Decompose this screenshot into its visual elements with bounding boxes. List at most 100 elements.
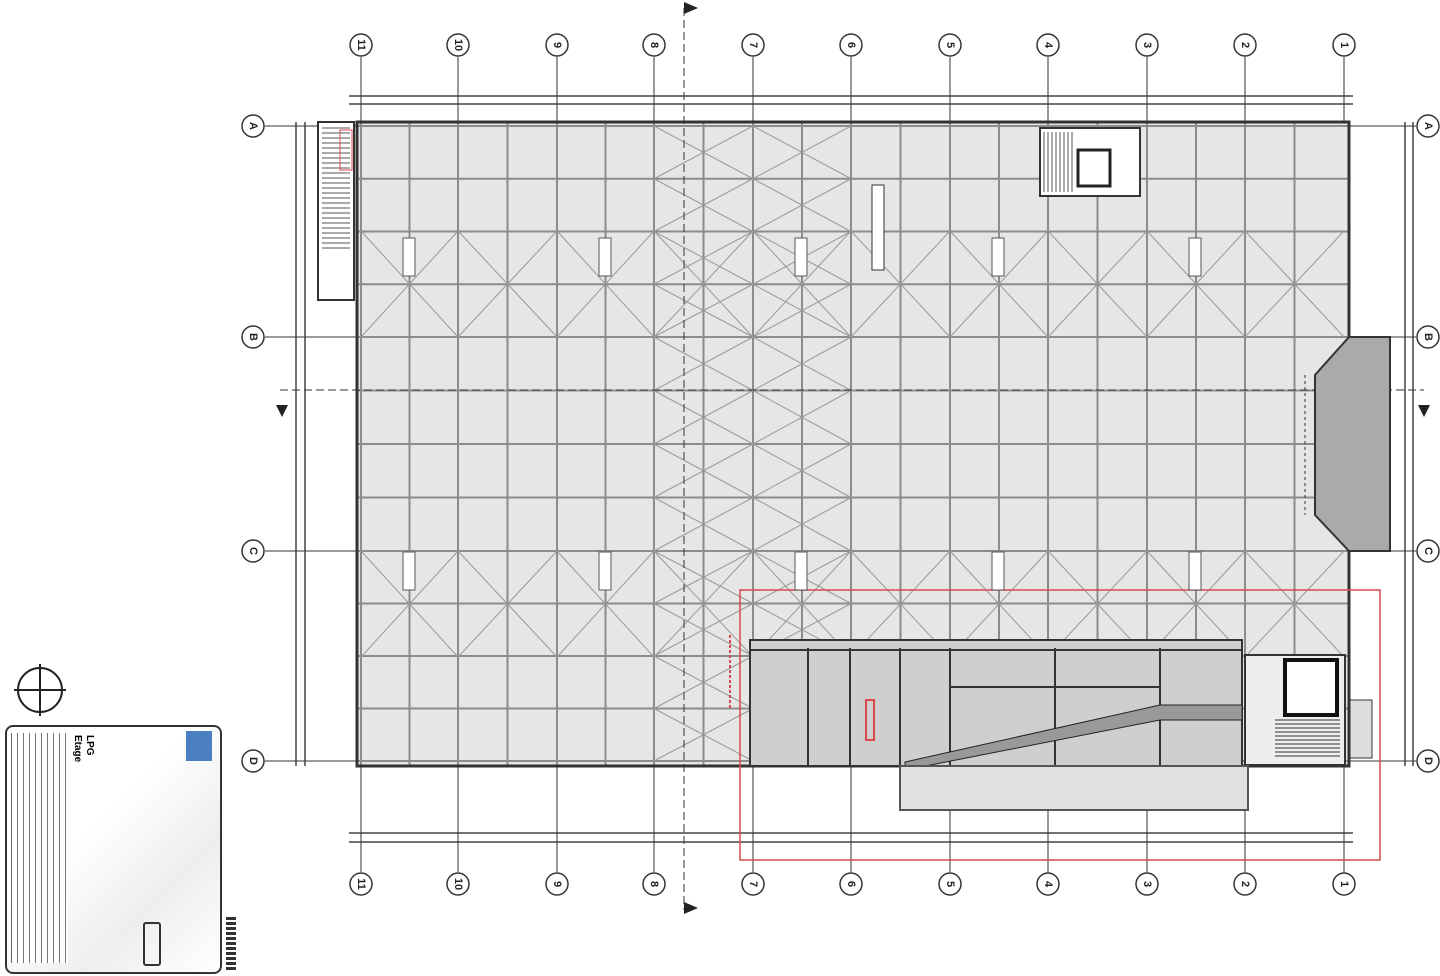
grid-column-label: 4 bbox=[1042, 42, 1054, 49]
grid-row-label: A bbox=[247, 122, 259, 130]
bracing-line bbox=[457, 230, 558, 338]
section-arrow-icon bbox=[684, 2, 698, 14]
bracing-line bbox=[360, 230, 459, 338]
grid-bubble bbox=[1233, 872, 1257, 896]
room-tag bbox=[598, 551, 612, 591]
grid-column-label: 10 bbox=[452, 39, 464, 51]
grid-row-label: B bbox=[247, 333, 259, 341]
room-label-tag bbox=[871, 184, 885, 271]
grid-bubble bbox=[241, 749, 265, 773]
grid-column-label: 8 bbox=[648, 881, 660, 887]
bracing-line bbox=[752, 443, 852, 498]
staircase bbox=[317, 121, 355, 301]
bracing-line bbox=[1146, 230, 1246, 338]
bracing-line bbox=[653, 443, 754, 498]
grid-bubble bbox=[839, 33, 863, 57]
room-tag bbox=[402, 551, 416, 591]
section-arrow-icon bbox=[684, 902, 698, 914]
grid-column-label: 1 bbox=[1338, 881, 1350, 887]
grid-bubble bbox=[1036, 872, 1060, 896]
bracing-line bbox=[752, 390, 852, 445]
grid-bubble bbox=[1416, 325, 1440, 349]
grid-bubble bbox=[1135, 33, 1159, 57]
grid-column-label: 11 bbox=[355, 878, 367, 890]
grid-bubble bbox=[938, 872, 962, 896]
loading-bay bbox=[1314, 336, 1391, 552]
grid-column-label: 7 bbox=[747, 42, 759, 48]
grid-bubble bbox=[1135, 872, 1159, 896]
grid-bubble bbox=[545, 872, 569, 896]
room-tag bbox=[1188, 237, 1202, 277]
bracing-line bbox=[653, 283, 754, 338]
bracing-line bbox=[850, 230, 951, 338]
bracing-line bbox=[457, 550, 558, 658]
bracing-line bbox=[752, 283, 852, 338]
room-tag bbox=[1188, 551, 1202, 591]
title-block-project: LPG bbox=[84, 735, 95, 756]
grid-bubble bbox=[938, 33, 962, 57]
grid-column-label: 1 bbox=[1338, 42, 1350, 48]
grid-bubble bbox=[1416, 749, 1440, 773]
room-tag bbox=[991, 237, 1005, 277]
grid-bubble bbox=[241, 114, 265, 138]
grid-column-label: 8 bbox=[648, 42, 660, 48]
grid-column-label: 10 bbox=[452, 878, 464, 890]
bracing-line bbox=[556, 230, 655, 338]
grid-row-label: C bbox=[247, 547, 259, 555]
bracing-line bbox=[653, 231, 754, 285]
bracing-line bbox=[653, 230, 754, 338]
grid-bubble bbox=[642, 872, 666, 896]
grid-column-label: 6 bbox=[845, 42, 857, 48]
grid-row-label: C bbox=[1422, 547, 1434, 555]
bracing-line bbox=[1047, 230, 1148, 338]
bracing-line bbox=[752, 230, 852, 338]
elevator-shaft bbox=[1283, 658, 1339, 717]
grid-column-label: 5 bbox=[944, 881, 956, 887]
section-arrow-icon bbox=[276, 405, 288, 417]
title-block-sheet-title: Etage bbox=[72, 735, 83, 763]
grid-bubble bbox=[241, 325, 265, 349]
bracing-line bbox=[752, 178, 852, 232]
grid-column-label: 7 bbox=[747, 881, 759, 887]
title-block-table bbox=[11, 733, 68, 963]
grid-column-label: 3 bbox=[1141, 42, 1153, 48]
bracing-line bbox=[653, 603, 754, 657]
grid-bubble bbox=[446, 872, 470, 896]
logo bbox=[186, 731, 212, 761]
bracing-line bbox=[653, 550, 754, 604]
grid-bubble bbox=[642, 33, 666, 57]
grid-column-label: 9 bbox=[551, 881, 563, 887]
sheet-number-tag bbox=[226, 915, 236, 970]
grid-row-label: B bbox=[1422, 333, 1434, 341]
bracing-line bbox=[556, 550, 655, 658]
bracing-line bbox=[653, 497, 754, 552]
bracing-line bbox=[653, 178, 754, 232]
bracing-line bbox=[1244, 230, 1345, 338]
room-tag bbox=[794, 551, 808, 591]
room-tag bbox=[794, 237, 808, 277]
grid-row-label: D bbox=[247, 757, 259, 765]
room-tag bbox=[402, 237, 416, 277]
bracing-line bbox=[653, 390, 754, 445]
grid-bubble bbox=[545, 33, 569, 57]
grid-column-label: 4 bbox=[1042, 881, 1054, 888]
grid-column-label: 3 bbox=[1141, 881, 1153, 887]
grid-column-label: 11 bbox=[355, 39, 367, 51]
bracing-line bbox=[653, 708, 754, 762]
section-arrow-icon bbox=[1418, 405, 1430, 417]
bracing-line bbox=[1244, 550, 1345, 658]
title-block-button bbox=[143, 922, 161, 966]
grid-bubble bbox=[741, 33, 765, 57]
highlight-region bbox=[739, 589, 1381, 861]
grid-bubble bbox=[839, 872, 863, 896]
grid-bubble bbox=[1332, 872, 1356, 896]
grid-bubble bbox=[1233, 33, 1257, 57]
grid-bubble bbox=[1036, 33, 1060, 57]
highlight-mark bbox=[865, 699, 875, 741]
bracing-line bbox=[653, 550, 754, 658]
grid-column-label: 9 bbox=[551, 42, 563, 48]
bracing-line bbox=[653, 336, 754, 391]
grid-bubble bbox=[349, 33, 373, 57]
bracing-line bbox=[360, 550, 459, 658]
stair-core-shaft bbox=[1076, 148, 1112, 188]
